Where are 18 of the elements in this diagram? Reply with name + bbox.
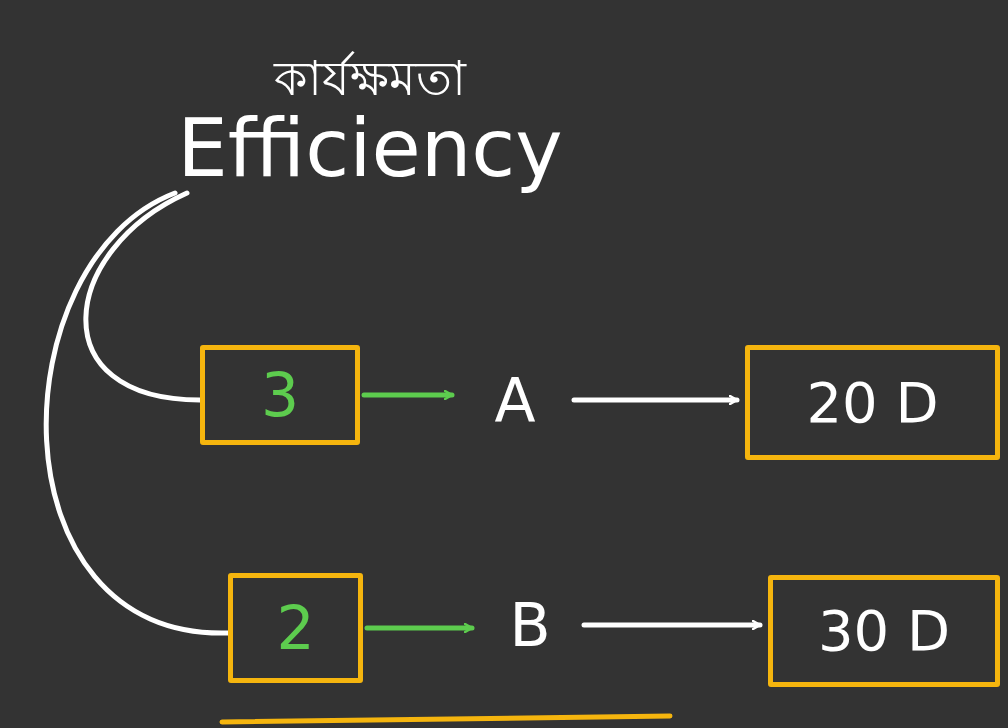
handwritten-text: 3 [260, 362, 300, 428]
arrow [571, 394, 740, 406]
handwritten-text: B [509, 592, 551, 658]
bracket-line [83, 190, 203, 403]
arrow [364, 622, 475, 634]
handwritten-text: কার্যক্ষমতা [274, 52, 466, 105]
handwritten-text: Efficiency [177, 104, 563, 193]
handwritten-text: 20 D [806, 371, 939, 434]
number-box [200, 345, 360, 445]
number-box [768, 575, 1000, 687]
number-box [745, 345, 1000, 460]
handwritten-text: 2 [276, 595, 315, 661]
handwritten-text: A [494, 367, 536, 433]
handwritten-text: 30 D [817, 600, 951, 662]
arrow [581, 619, 763, 631]
bracket-line [44, 190, 231, 636]
arrow [361, 389, 455, 401]
number-box [228, 573, 363, 683]
